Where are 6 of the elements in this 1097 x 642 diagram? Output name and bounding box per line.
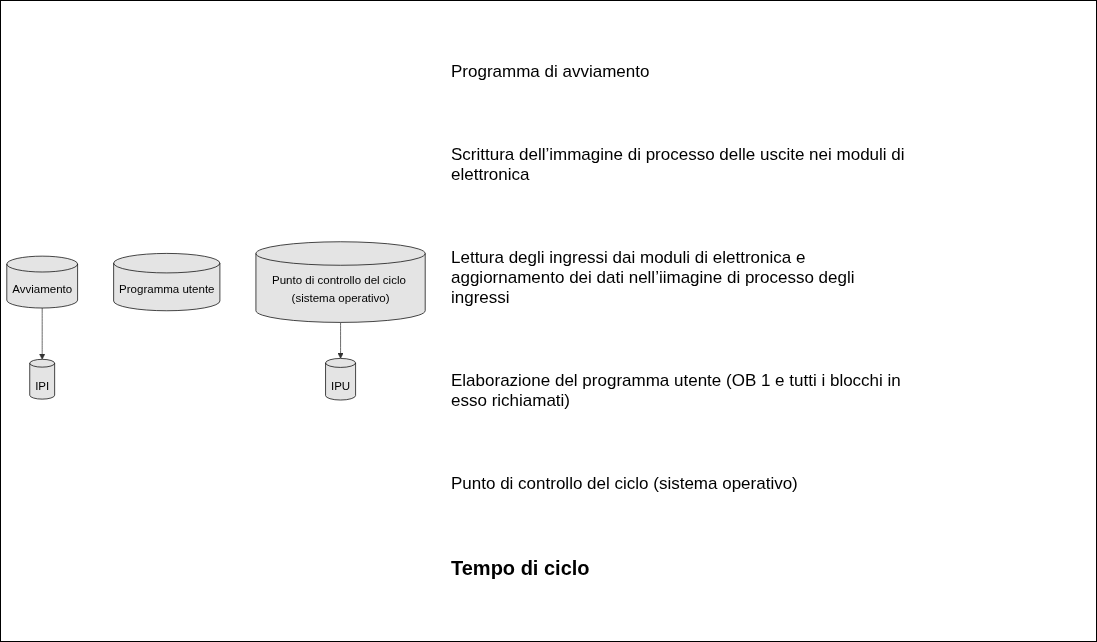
description-text: Punto di controllo del ciclo (sistema operativo) bbox=[451, 473, 799, 494]
description-text: Lettura degli ingressi dai moduli di elettronica e aggiornamento dei dati nell’iimagine di processo degli ingressi bbox=[451, 248, 856, 309]
description-text: Scrittura dell’immagine di processo delle uscite nei moduli di elettronica bbox=[451, 145, 906, 186]
description-text: Elaborazione del programma utente (OB 1 e tutti i blocchi in esso richiamati) bbox=[451, 370, 902, 411]
description-text: Programma di avviamento bbox=[451, 62, 651, 83]
cycle-time-label: Tempo di ciclo bbox=[451, 556, 591, 580]
